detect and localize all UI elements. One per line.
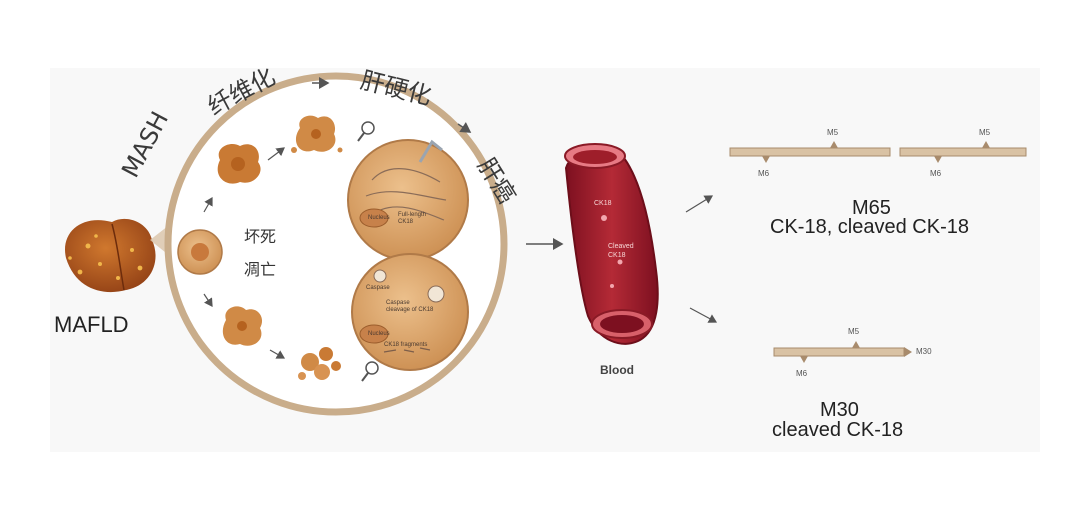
m65-subtitle: CK-18, cleaved CK-18 [770, 216, 969, 238]
necrotic-cell [291, 115, 343, 153]
m65-m6-tick-2: M6 [930, 169, 942, 178]
m65-bar-cleaved [899, 141, 1027, 163]
necrosis-label: 坏死 [244, 227, 277, 246]
magnifier-icon [361, 361, 379, 382]
m65-m6-tick: M6 [758, 169, 770, 178]
hepatocyte-cell [177, 229, 223, 275]
pathway-arrow [203, 196, 213, 213]
blood-vessel [564, 143, 659, 345]
m30-tag: M30 [916, 347, 932, 356]
ck18-fragments-label: CK18 fragments [384, 342, 428, 348]
caspase-cleavage-label: Caspase cleavage of CK18 [386, 300, 434, 314]
m65-title: M65 [852, 197, 891, 219]
stage-arrow [457, 122, 472, 133]
full-length-ck18-label: Full-length CK18 [398, 212, 427, 226]
magnifier-icon [357, 121, 375, 142]
pathway-arrow [269, 349, 286, 359]
necrotic-cell [217, 143, 261, 184]
to-m65-arrow [685, 195, 714, 213]
nucleus-label-2: Nucleus [368, 331, 390, 337]
vessel-ck18-label: CK18 [594, 200, 612, 207]
m30-bar [773, 341, 912, 363]
apoptotic-bodies [298, 347, 341, 380]
m30-m5-tick: M5 [848, 327, 860, 336]
nucleus-label: Nucleus [368, 215, 390, 221]
blood-label: Blood [600, 363, 634, 377]
m30-title: M30 [820, 399, 859, 421]
caspase-label: Caspase [366, 285, 390, 291]
m65-m5-tick: M5 [827, 128, 839, 137]
apoptotic-cell [222, 306, 263, 346]
pathway-arrow [203, 293, 213, 307]
to-m30-arrow [689, 307, 718, 323]
m30-subtitle: cleaved CK-18 [772, 419, 904, 441]
stage-label-mafld: MAFLD [54, 312, 129, 337]
vessel-cleaved-ck18-label: Cleaved CK18 [608, 243, 634, 260]
cell-caspase-cleavage [351, 253, 469, 371]
m65-m5-tick-2: M5 [979, 128, 991, 137]
apoptosis-label: 凋亡 [244, 260, 277, 279]
pathway-arrow [267, 147, 285, 161]
liver-illustration [65, 218, 156, 293]
cell-full-length-ck18 [347, 139, 469, 261]
m30-m6-tick: M6 [796, 369, 808, 378]
m65-bar-full [729, 141, 891, 163]
